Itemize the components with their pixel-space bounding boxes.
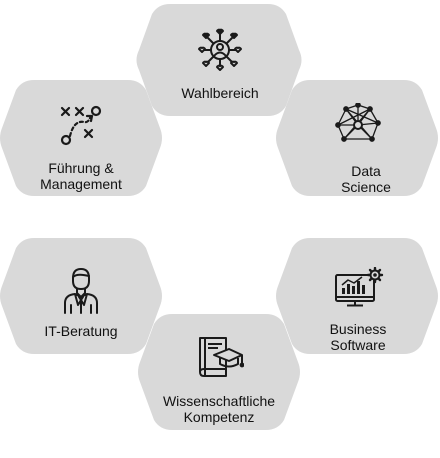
hexagon-label-it-beratung: IT-Beratung <box>44 323 118 339</box>
network-graph-icon <box>335 103 381 142</box>
hexagon-data-science <box>276 80 438 196</box>
hexagon-label-wahlbereich: Wahlbereich <box>181 85 259 101</box>
hexagon-fuehrung-management <box>0 80 162 196</box>
hexagon-label-wissenschaftliche-kompetenz: Wissenschaftliche Kompetenz <box>162 393 276 425</box>
monitor-chart-gear-icon <box>335 267 384 307</box>
person-hearts-icon <box>198 28 242 71</box>
consultant-icon <box>64 268 98 314</box>
hexagon-label-business-software: Business Software <box>329 321 387 353</box>
hexagon-wissenschaftliche-kompetenz <box>138 314 300 430</box>
book-graduation-cap-icon <box>199 337 244 377</box>
strategy-play-icon <box>60 105 102 146</box>
hexagon-label-data-science: Data Science <box>341 163 391 195</box>
hexagon-label-fuehrung-management: Führung & Management <box>40 160 122 192</box>
